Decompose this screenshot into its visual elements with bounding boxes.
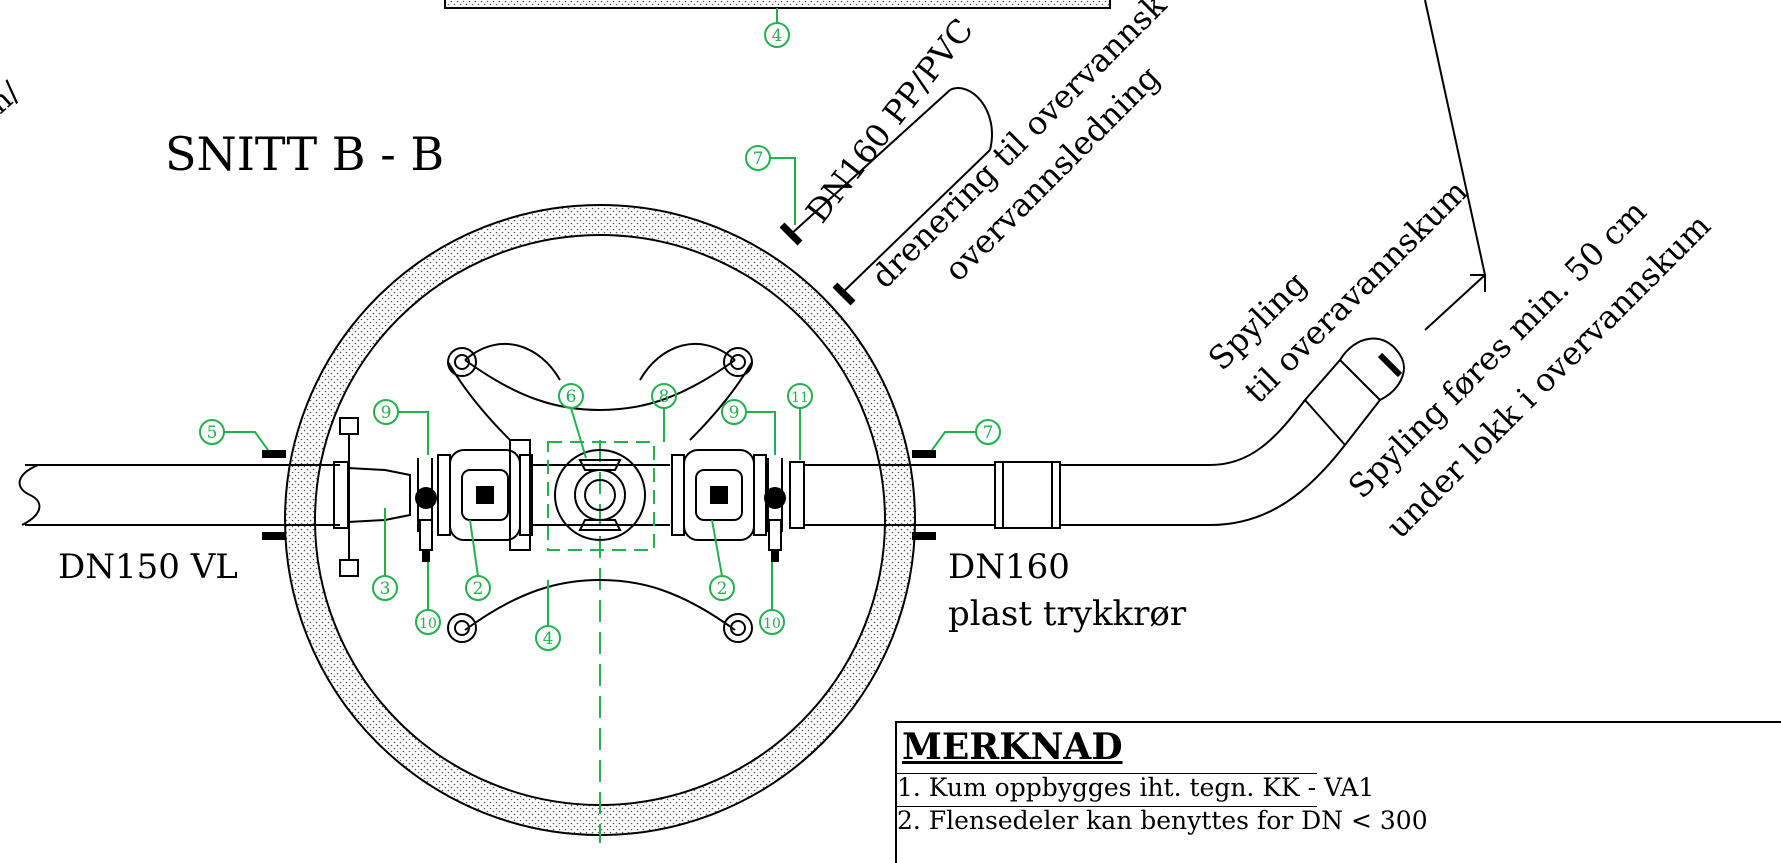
callout-6: 6 bbox=[558, 383, 587, 459]
callout-4-bottom: 4 bbox=[535, 580, 561, 651]
callout-10-left: 10 bbox=[415, 562, 441, 635]
inlet-label: DN150 VL bbox=[58, 547, 238, 587]
wall-seal-left-bottom bbox=[262, 532, 286, 540]
svg-text:5: 5 bbox=[207, 423, 218, 443]
pipe-supports bbox=[447, 343, 753, 643]
cross-section-drawing: 4 7 5 9 6 8 9 11 7 3 2 2 10 10 4 SNITT B… bbox=[0, 0, 1718, 843]
valve-right bbox=[671, 449, 767, 541]
drain-label-1: drenering til overvannsk bbox=[864, 0, 1174, 296]
svg-text:10: 10 bbox=[763, 616, 781, 632]
callout-4-top: 4 bbox=[764, 22, 790, 48]
svg-text:10: 10 bbox=[419, 616, 437, 632]
outlet-pipe bbox=[804, 337, 1405, 529]
valve-left bbox=[437, 449, 533, 541]
svg-text:7: 7 bbox=[983, 423, 994, 443]
svg-text:4: 4 bbox=[543, 629, 554, 649]
svg-text:2: 2 bbox=[473, 579, 484, 599]
wall-seal-right-bottom bbox=[912, 532, 936, 540]
top-slab bbox=[444, 0, 1111, 9]
svg-text:8: 8 bbox=[659, 387, 670, 407]
notes-divider bbox=[897, 773, 1317, 774]
svg-text:4: 4 bbox=[772, 26, 783, 46]
svg-text:9: 9 bbox=[729, 403, 740, 423]
manhole-wall bbox=[283, 204, 917, 836]
notes-divider bbox=[897, 806, 1317, 807]
callout-8: 8 bbox=[651, 383, 677, 442]
notes-box bbox=[895, 721, 1781, 863]
wall-seal-right-top bbox=[912, 450, 936, 458]
callout-10-right: 10 bbox=[759, 562, 785, 635]
svg-text:3: 3 bbox=[380, 579, 391, 599]
inlet-pipe bbox=[18, 464, 340, 526]
callout-9-left: 9 bbox=[373, 399, 429, 455]
callout-9-right: 9 bbox=[721, 399, 776, 455]
cut-label: n/ bbox=[0, 75, 28, 121]
flush-note-2: under lokk i overvannskum bbox=[1379, 206, 1718, 545]
callout-5: 5 bbox=[199, 419, 269, 451]
outlet-label-2: plast trykkrør bbox=[948, 594, 1187, 634]
dismantling-joint bbox=[333, 417, 411, 577]
flow-arrow bbox=[1424, 0, 1486, 331]
callout-11: 11 bbox=[787, 383, 813, 460]
svg-text:6: 6 bbox=[566, 387, 577, 407]
wall-seal-left-top bbox=[262, 450, 286, 458]
svg-text:2: 2 bbox=[717, 579, 728, 599]
callout-3: 3 bbox=[372, 508, 398, 601]
outlet-label-1: DN160 bbox=[948, 547, 1070, 587]
section-title: SNITT B - B bbox=[165, 127, 444, 181]
svg-text:11: 11 bbox=[791, 390, 809, 406]
callout-2-right: 2 bbox=[709, 519, 735, 601]
note-item-1: 1. Kum oppbygges iht. tegn. KK - VA1 bbox=[897, 773, 1375, 802]
center-valve bbox=[509, 439, 670, 551]
svg-text:9: 9 bbox=[381, 403, 392, 423]
callouts: 4 7 5 9 6 8 9 11 7 3 2 2 10 10 4 bbox=[199, 22, 1001, 651]
notes-title: MERKNAD bbox=[902, 726, 1123, 768]
callout-2-left: 2 bbox=[465, 519, 491, 601]
svg-text:7: 7 bbox=[753, 149, 764, 169]
drain-pipe bbox=[779, 87, 993, 306]
ball-valve-left bbox=[415, 458, 437, 562]
callout-7-drain: 7 bbox=[745, 145, 796, 225]
note-item-2: 2. Flensedeler kan benyttes for DN < 300 bbox=[897, 806, 1428, 835]
ball-valve-right bbox=[764, 458, 805, 562]
callout-7-outlet: 7 bbox=[931, 419, 1001, 451]
